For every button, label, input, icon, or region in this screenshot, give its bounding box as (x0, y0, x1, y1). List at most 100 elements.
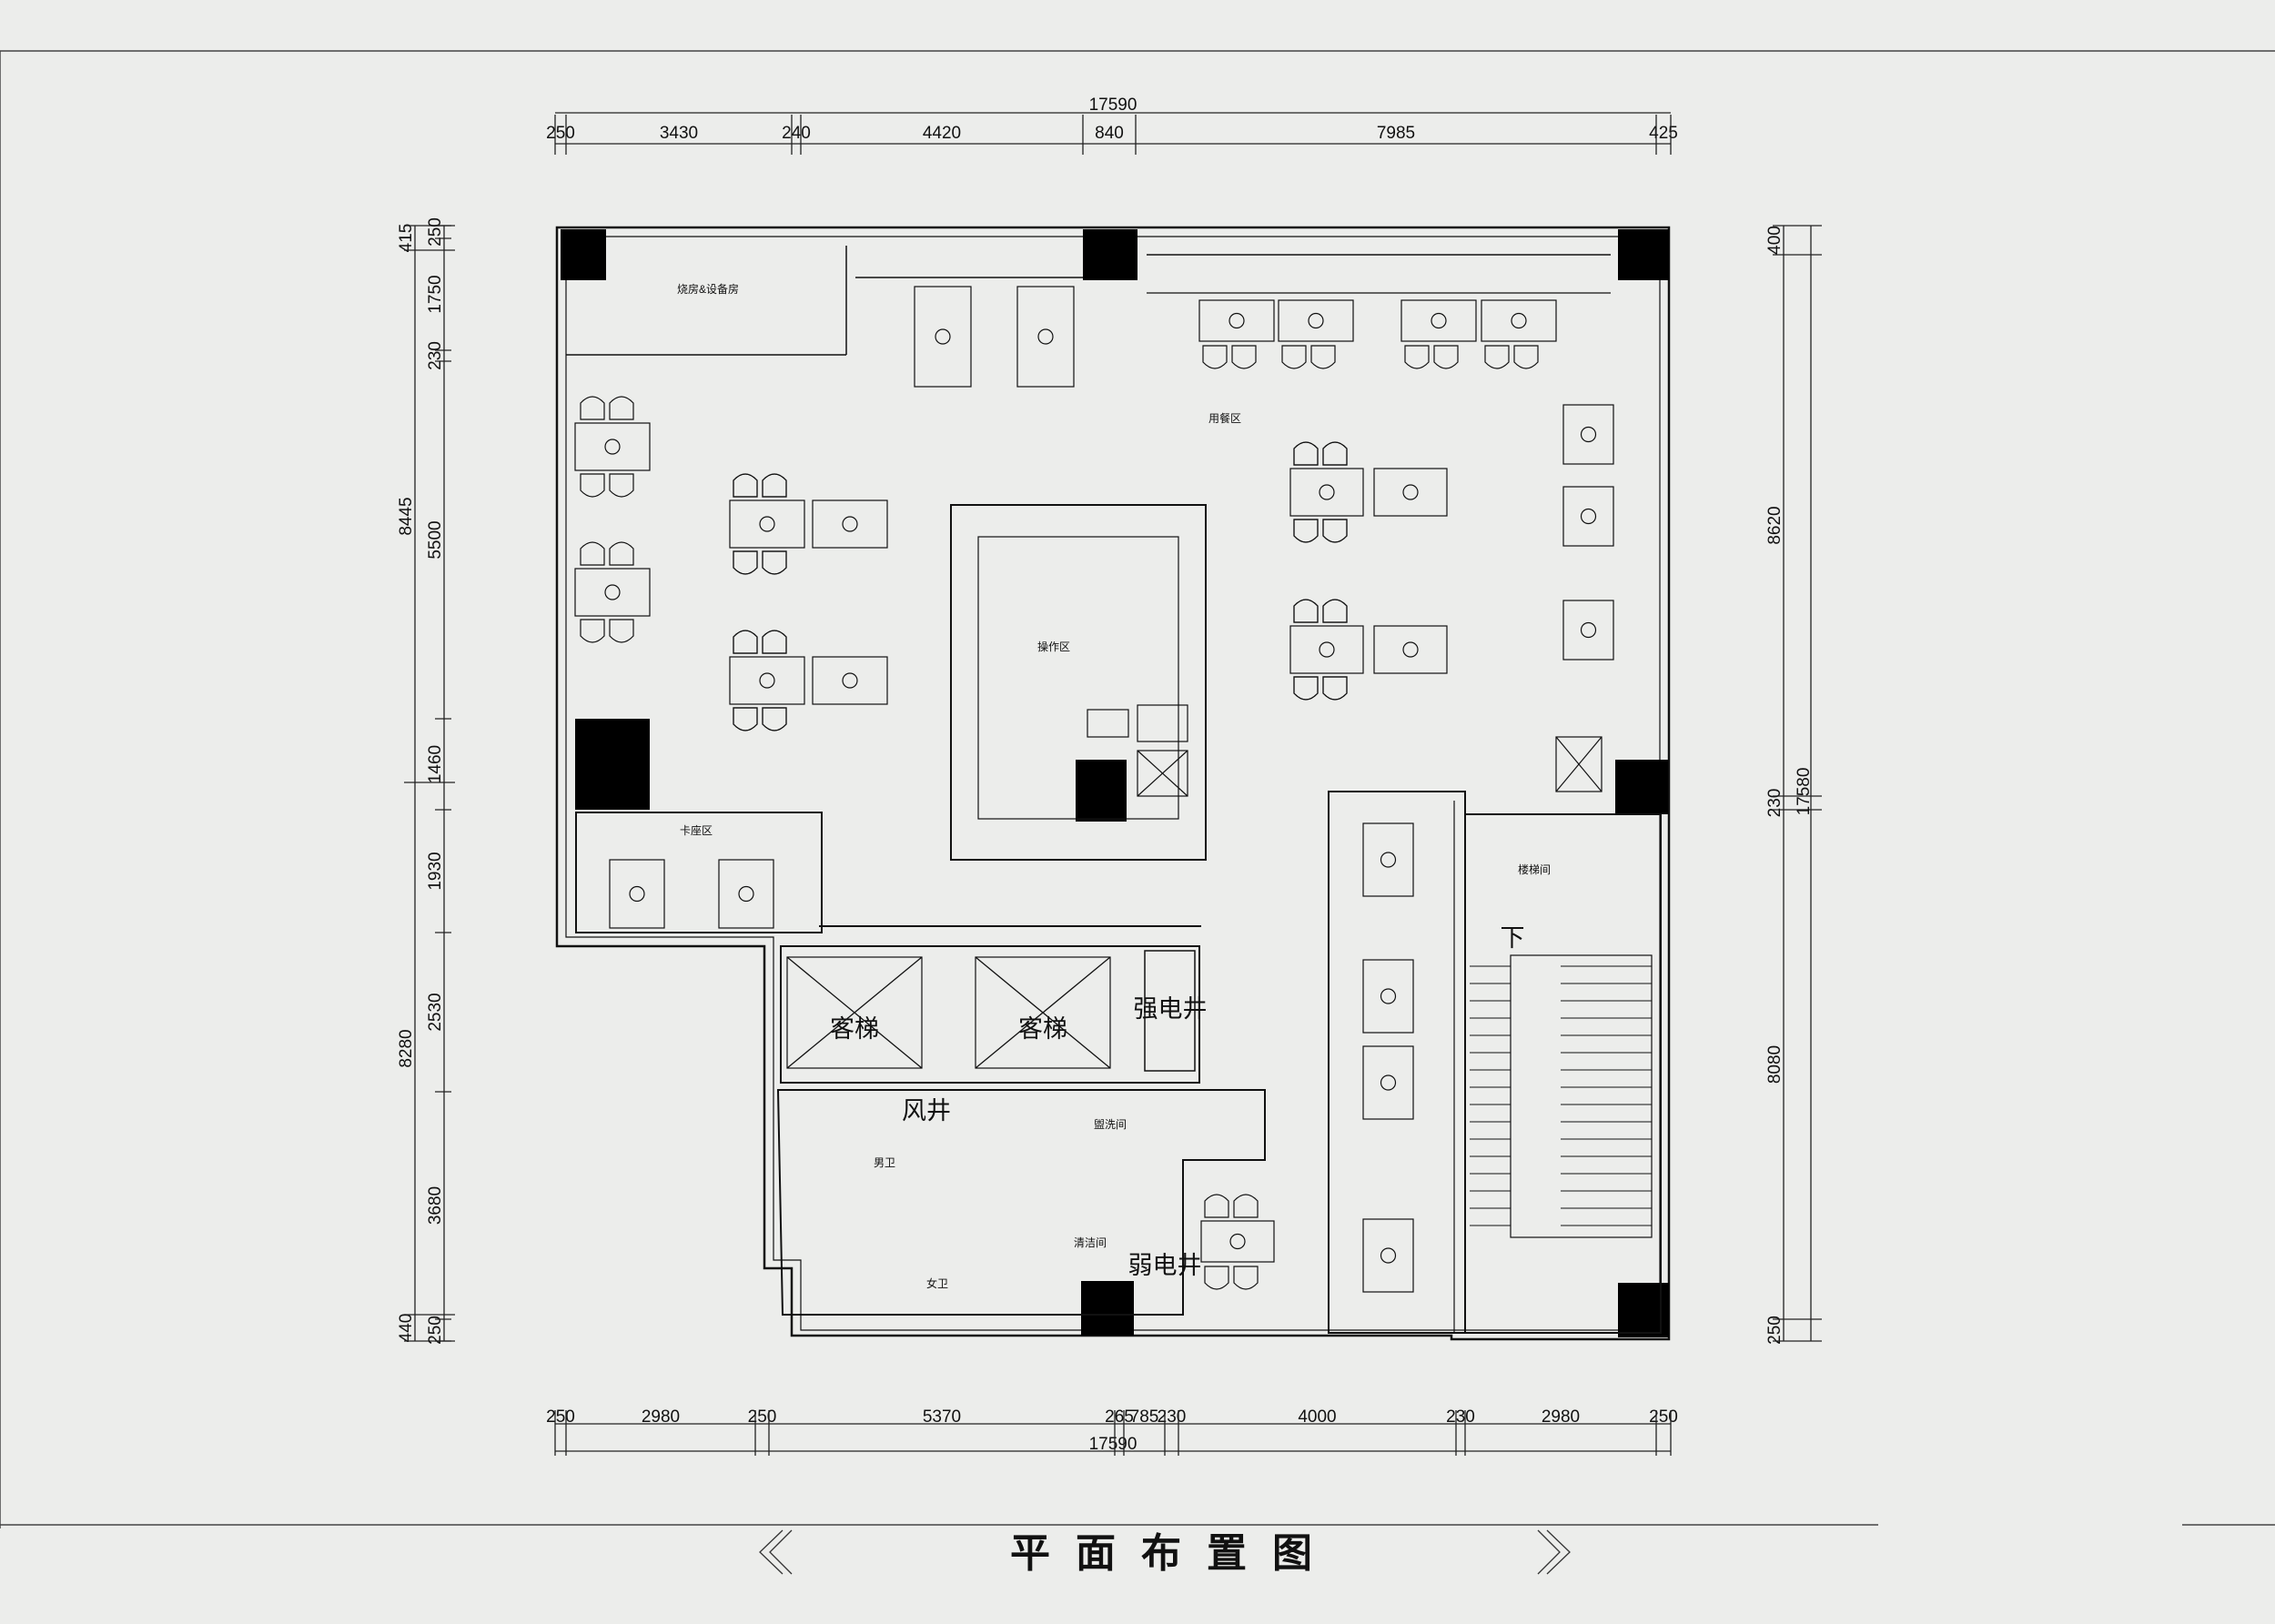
table (1373, 468, 1448, 517)
table-centre-mark (629, 885, 645, 903)
title-banner (759, 1529, 1571, 1575)
dim-right-total: 17580 (1795, 768, 1814, 816)
table-centre-mark (604, 584, 621, 600)
chair (733, 630, 758, 654)
table (1289, 468, 1364, 517)
dining-tables (574, 286, 1614, 1293)
chair (580, 619, 605, 643)
table-centre-mark (1402, 484, 1419, 500)
chair (1484, 345, 1510, 369)
chair (609, 473, 634, 498)
table-centre-mark (1402, 641, 1419, 658)
chair (1233, 1194, 1259, 1218)
dimension-right (1783, 226, 1812, 1341)
room-label-men-wc: 男卫 (874, 1156, 895, 1169)
table-centre-mark (1228, 312, 1245, 329)
table (1562, 600, 1614, 661)
table (812, 499, 888, 549)
dim-bottom-5: 785 (1130, 1407, 1159, 1427)
dim-right-outer-0: 400 (1765, 226, 1785, 255)
table-centre-mark (935, 328, 951, 345)
dim-top-4: 840 (1095, 124, 1124, 143)
room-label-dining: 用餐区 (1208, 411, 1241, 425)
chair (1293, 676, 1319, 701)
dim-bottom-9: 2980 (1542, 1407, 1580, 1427)
table (609, 859, 665, 929)
interior-walls (575, 504, 1662, 1334)
chair (1310, 345, 1336, 369)
elevator-shafts (786, 956, 1111, 1069)
table (1481, 299, 1557, 342)
room-label-wind-shaft: 风井 (902, 1097, 951, 1125)
staircase (1470, 965, 1652, 1226)
table-centre-mark (1511, 312, 1527, 329)
table-centre-mark (842, 672, 858, 689)
dim-right-outer-4: 250 (1765, 1316, 1785, 1345)
dimension-top (555, 112, 1671, 145)
room-label-elevator-2: 客梯 (1018, 1015, 1067, 1043)
chair (1231, 345, 1257, 369)
table (1278, 299, 1354, 342)
table (1200, 1220, 1275, 1263)
table-centre-mark (738, 885, 754, 903)
table (1362, 1045, 1414, 1120)
table-centre-mark (1229, 1233, 1246, 1250)
table (1562, 404, 1614, 465)
chair (609, 541, 634, 566)
table-centre-mark (1380, 1247, 1397, 1264)
table (1016, 286, 1075, 388)
dimension-left (414, 226, 445, 1341)
room-label-stair-down: 下 (1501, 924, 1525, 952)
dim-left-outer-1: 8445 (397, 497, 416, 535)
dim-right-outer-2: 230 (1765, 789, 1785, 818)
chair (762, 707, 787, 731)
room-label-weak-shaft: 弱电井 (1128, 1252, 1202, 1279)
table (1289, 625, 1364, 674)
dim-top-2: 240 (782, 124, 811, 143)
room-label-cleaning: 清洁间 (1074, 1236, 1107, 1249)
dim-left-inner-8: 250 (426, 1316, 445, 1345)
chair (580, 396, 605, 420)
table-centre-mark (1380, 988, 1397, 1004)
table-centre-mark (1580, 508, 1597, 525)
chair (580, 541, 605, 566)
chair (1204, 1266, 1229, 1290)
dim-top-5: 7985 (1377, 124, 1415, 143)
table-centre-mark (1037, 328, 1054, 345)
drawing-title: 平面布置图 (1010, 1531, 1338, 1576)
room-label-operation: 操作区 (1037, 640, 1070, 653)
table (812, 656, 888, 705)
chair (609, 396, 634, 420)
table (1562, 486, 1614, 547)
table (729, 499, 805, 549)
room-label-storage: 烧房&设备房 (677, 282, 739, 296)
table-centre-mark (842, 516, 858, 532)
chair (580, 473, 605, 498)
chair (1433, 345, 1459, 369)
table-centre-mark (604, 439, 621, 455)
table-centre-mark (1308, 312, 1324, 329)
dimension-bottom (555, 1423, 1671, 1452)
dim-top-3: 4420 (923, 124, 961, 143)
table (1400, 299, 1477, 342)
dim-top-6: 425 (1649, 124, 1678, 143)
chair (733, 550, 758, 575)
table-centre-mark (759, 516, 775, 532)
dim-top-0: 250 (546, 124, 575, 143)
room-label-stair: 楼梯间 (1518, 862, 1551, 876)
chair (762, 473, 787, 498)
table (914, 286, 972, 388)
dim-left-outer-2: 8280 (397, 1029, 416, 1067)
chair (1202, 345, 1228, 369)
dim-left-inner-1: 1750 (426, 275, 445, 313)
chair (1281, 345, 1307, 369)
dim-left-outer-0: 415 (397, 224, 416, 253)
chair (733, 707, 758, 731)
chair (1204, 1194, 1229, 1218)
dim-top-1: 3430 (660, 124, 698, 143)
dim-bottom-0: 250 (546, 1407, 575, 1427)
table-centre-mark (1580, 426, 1597, 443)
dim-right-outer-3: 8080 (1765, 1045, 1785, 1084)
dim-bottom-total: 17590 (1089, 1435, 1138, 1454)
chair (733, 473, 758, 498)
